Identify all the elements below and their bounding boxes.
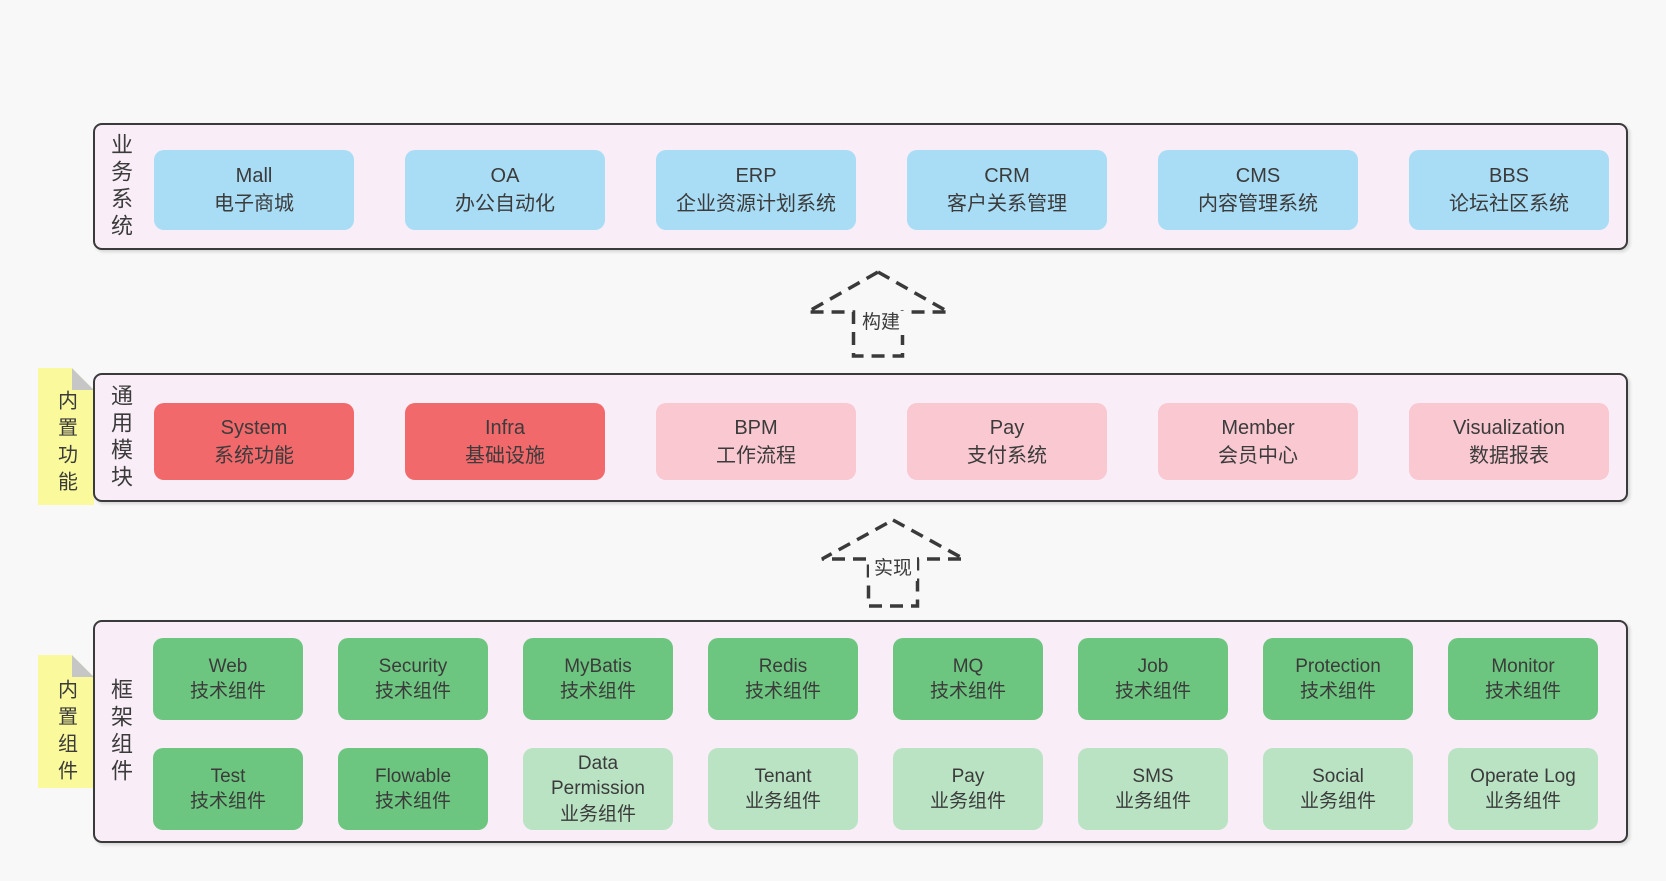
module-desc: 基础设施 [465, 444, 545, 467]
component-desc: 技术组件 [374, 681, 451, 702]
component-name: Job [1137, 655, 1169, 677]
component-name: Tenant [754, 765, 812, 787]
module-box-bbs: BBS 论坛社区系统 [1409, 150, 1609, 230]
module-box-crm: CRM 客户关系管理 [907, 150, 1107, 230]
component-desc: 业务组件 [744, 791, 821, 812]
component-name: Web [208, 655, 248, 677]
component-desc: 业务组件 [1299, 791, 1376, 812]
component-box-mq: MQ 技术组件 [893, 638, 1043, 720]
section-label: 业务系统 [108, 132, 133, 241]
section-label: 框架组件 [108, 677, 133, 786]
module-box-pay: Pay 支付系统 [907, 403, 1107, 480]
component-box-mybatis: MyBatis 技术组件 [523, 638, 673, 720]
component-desc: 技术组件 [744, 681, 821, 702]
module-box-system: System 系统功能 [154, 403, 354, 480]
module-name: Infra [484, 416, 526, 439]
component-desc: 技术组件 [1114, 681, 1191, 702]
module-box-infra: Infra 基础设施 [405, 403, 605, 480]
module-desc: 客户关系管理 [947, 193, 1067, 215]
component-name: Redis [758, 655, 808, 677]
component-box-flowable: Flowable 技术组件 [338, 748, 488, 830]
component-name: MQ [952, 655, 984, 677]
component-desc: 业务组件 [929, 791, 1006, 812]
component-box-security: Security 技术组件 [338, 638, 488, 720]
section-business-systems: 业务系统 Mall 电子商城 OA 办公自动化 ERP 企业资源计划系统 CRM… [93, 123, 1628, 250]
module-name: OA [490, 165, 520, 187]
section-common-modules: 通用模块 System 系统功能 Infra 基础设施 BPM 工作流程 Pay… [93, 373, 1628, 502]
section-label: 通用模块 [108, 383, 133, 492]
module-desc: 论坛社区系统 [1449, 193, 1569, 215]
module-box-bpm: BPM 工作流程 [656, 403, 856, 480]
module-desc: 电子商城 [214, 193, 294, 215]
module-name: CMS [1235, 165, 1281, 187]
module-name: Mall [235, 165, 273, 187]
module-desc: 企业资源计划系统 [676, 193, 836, 215]
arrow-label-build: 构建 [857, 311, 905, 335]
component-box-tenant: Tenant 业务组件 [708, 748, 858, 830]
module-box-oa: OA 办公自动化 [405, 150, 605, 230]
component-box-test: Test 技术组件 [153, 748, 303, 830]
module-desc: 会员中心 [1218, 444, 1298, 467]
section-framework-components: 框架组件 Web 技术组件 Security 技术组件 MyBatis 技术组件… [93, 620, 1628, 843]
sticky-note-text: 内置功能 [54, 390, 77, 498]
component-name: Operate Log [1470, 765, 1576, 787]
sticky-note-builtin-features: 内置功能 [38, 368, 94, 505]
module-name: Member [1221, 416, 1295, 439]
component-box-pay: Pay 业务组件 [893, 748, 1043, 830]
component-desc: 业务组件 [559, 803, 636, 825]
component-name: MyBatis [564, 655, 632, 677]
component-name: Test [210, 765, 246, 787]
module-name: Pay [989, 416, 1025, 439]
component-desc: 技术组件 [559, 681, 636, 702]
module-name: BPM [734, 416, 778, 439]
component-desc: 技术组件 [189, 681, 266, 702]
module-box-erp: ERP 企业资源计划系统 [656, 150, 856, 230]
module-desc: 工作流程 [716, 444, 796, 467]
arrow-label-implement: 实现 [869, 557, 917, 581]
component-name: Social [1312, 765, 1364, 787]
component-name: Data Permission [551, 753, 645, 800]
component-box-job: Job 技术组件 [1078, 638, 1228, 720]
component-box-protection: Protection 技术组件 [1263, 638, 1413, 720]
module-name: ERP [735, 165, 777, 187]
sticky-note-builtin-components: 内置组件 [38, 655, 94, 788]
folded-corner-icon [72, 368, 94, 390]
component-name: Monitor [1491, 655, 1555, 677]
folded-corner-icon [72, 655, 94, 677]
module-box-mall: Mall 电子商城 [154, 150, 354, 230]
module-box-visualization: Visualization 数据报表 [1409, 403, 1609, 480]
module-desc: 数据报表 [1469, 444, 1549, 467]
component-desc: 业务组件 [1114, 791, 1191, 812]
module-box-member: Member 会员中心 [1158, 403, 1358, 480]
component-desc: 技术组件 [1484, 681, 1561, 702]
component-box-data-permission: Data Permission 业务组件 [523, 748, 673, 830]
module-desc: 支付系统 [967, 444, 1047, 467]
component-desc: 技术组件 [189, 791, 266, 812]
module-name: BBS [1488, 165, 1530, 187]
module-name: Visualization [1453, 416, 1565, 439]
component-name: Flowable [374, 765, 452, 787]
component-box-operate-log: Operate Log 业务组件 [1448, 748, 1598, 830]
component-box-monitor: Monitor 技术组件 [1448, 638, 1598, 720]
module-desc: 系统功能 [214, 444, 294, 467]
component-box-sms: SMS 业务组件 [1078, 748, 1228, 830]
component-name: Protection [1295, 655, 1381, 677]
component-box-redis: Redis 技术组件 [708, 638, 858, 720]
module-desc: 内容管理系统 [1198, 193, 1318, 215]
component-desc: 技术组件 [929, 681, 1006, 702]
module-name: CRM [984, 165, 1030, 187]
component-desc: 技术组件 [374, 791, 451, 812]
component-box-web: Web 技术组件 [153, 638, 303, 720]
module-name: System [220, 416, 288, 439]
module-desc: 办公自动化 [455, 193, 555, 215]
component-name: SMS [1132, 765, 1174, 787]
component-name: Security [378, 655, 448, 677]
component-desc: 技术组件 [1299, 681, 1376, 702]
component-desc: 业务组件 [1484, 791, 1561, 812]
module-box-cms: CMS 内容管理系统 [1158, 150, 1358, 230]
sticky-note-text: 内置组件 [54, 679, 77, 787]
component-box-social: Social 业务组件 [1263, 748, 1413, 830]
component-name: Pay [951, 765, 985, 787]
